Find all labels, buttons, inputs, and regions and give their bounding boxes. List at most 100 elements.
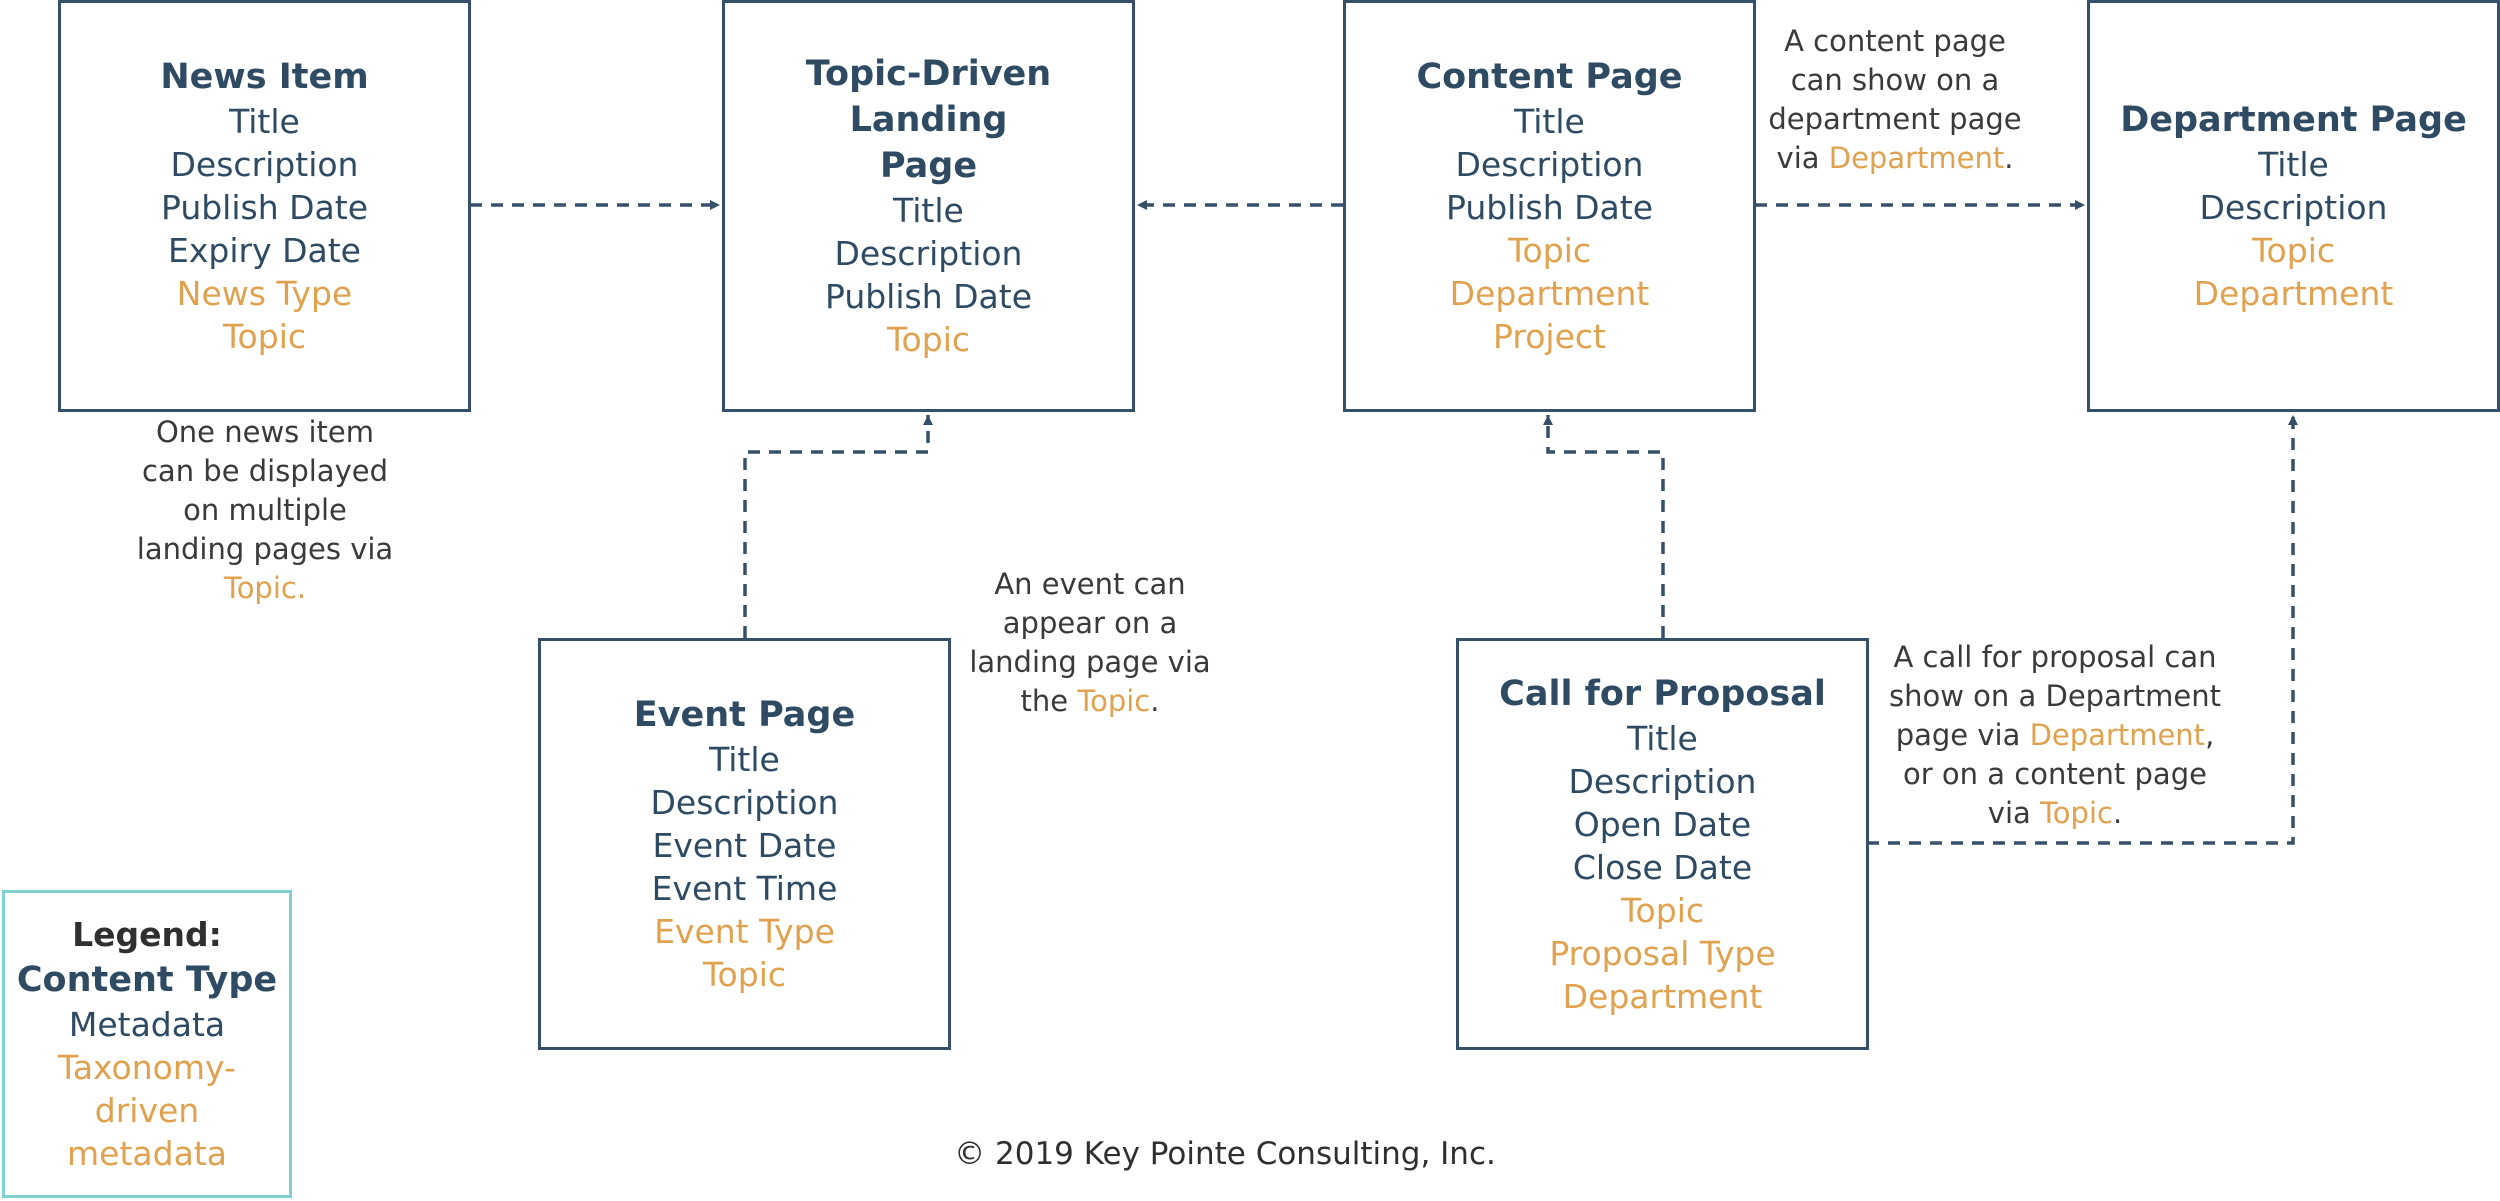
note-text: or on a content page xyxy=(1903,757,2207,791)
note-text: the xyxy=(1020,684,1078,718)
note-text: landing pages via xyxy=(136,532,394,566)
note-text: show on a Department xyxy=(1889,679,2221,713)
note-text: . xyxy=(2004,141,2014,175)
note-line: A call for proposal can xyxy=(1870,638,2240,677)
note-line: Topic. xyxy=(100,569,430,608)
note-text: on multiple xyxy=(183,493,347,527)
content-type-title: Call for Proposal xyxy=(1499,673,1826,714)
note-text: landing page via xyxy=(969,645,1211,679)
note-taxonomy-term: Department xyxy=(1828,141,2005,175)
taxonomy-field: Project xyxy=(1493,317,1606,356)
metadata-field: Title xyxy=(1514,102,1585,141)
taxonomy-field: Topic xyxy=(703,955,786,994)
metadata-field: Publish Date xyxy=(161,188,368,227)
arrow-proposal-to-department xyxy=(1867,415,2298,845)
note-text: department page xyxy=(1768,102,2022,136)
content-type-title: News Item xyxy=(160,57,369,97)
metadata-field: Description xyxy=(834,234,1023,273)
note-line: or on a content page xyxy=(1870,755,2240,794)
metadata-field: Expiry Date xyxy=(168,231,361,270)
note-line: department page xyxy=(1755,100,2035,139)
note-text: . xyxy=(1150,684,1160,718)
legend-taxonomy: Taxonomy-driven metadata xyxy=(58,1048,236,1173)
note-line: the Topic. xyxy=(950,682,1230,721)
note-line: appear on a xyxy=(950,604,1230,643)
note-line: via Topic. xyxy=(1870,794,2240,833)
metadata-field: Description xyxy=(1568,761,1757,801)
note-text: A call for proposal can xyxy=(1893,640,2217,674)
taxonomy-field: Topic xyxy=(887,320,970,359)
copyright: © 2019 Key Pointe Consulting, Inc. xyxy=(954,1136,1496,1172)
taxonomy-field: Topic xyxy=(1621,890,1704,930)
metadata-field: Title xyxy=(1627,718,1698,758)
taxonomy-field: Event Type xyxy=(654,912,835,951)
note-line: page via Department, xyxy=(1870,716,2240,755)
note-text: An event can xyxy=(994,567,1186,601)
taxonomy-field: Department xyxy=(1562,976,1763,1016)
note-line: An event can xyxy=(950,565,1230,604)
note-text: can be displayed xyxy=(141,454,388,488)
legend: Legend: Content Type Metadata Taxonomy-d… xyxy=(2,890,292,1198)
metadata-field: Title xyxy=(229,102,300,141)
metadata-field: Title xyxy=(2258,145,2329,184)
metadata-field: Close Date xyxy=(1572,847,1753,887)
metadata-field: Publish Date xyxy=(1446,188,1653,227)
note-taxonomy-term: Department xyxy=(2029,718,2206,752)
note-taxonomy-term: Topic xyxy=(2040,796,2113,830)
note-line: A content page xyxy=(1755,22,2035,61)
note-text: One news item xyxy=(155,415,375,449)
note-line: landing page via xyxy=(950,643,1230,682)
note-text: via xyxy=(1987,796,2041,830)
arrow-proposal-to-content xyxy=(1543,415,1665,638)
proposal-note: A call for proposal can show on a Departm… xyxy=(1870,638,2240,833)
note-line: can be displayed xyxy=(100,452,430,491)
metadata-field: Title xyxy=(893,191,964,230)
taxonomy-field: News Type xyxy=(176,274,353,313)
news-note: One news item can be displayed on multiple… xyxy=(100,413,430,608)
metadata-field: Event Time xyxy=(651,869,838,908)
taxonomy-field: Topic xyxy=(223,317,306,356)
taxonomy-field: Department xyxy=(2193,274,2394,313)
metadata-field: Open Date xyxy=(1573,804,1752,844)
note-taxonomy-term: Topic xyxy=(1077,684,1151,718)
note-text: can show on a xyxy=(1790,63,2000,97)
note-text: page via xyxy=(1895,718,2030,752)
note-text: , xyxy=(2205,718,2215,752)
note-line: can show on a xyxy=(1755,61,2035,100)
taxonomy-field: Topic xyxy=(2252,231,2335,270)
metadata-field: Description xyxy=(170,145,359,184)
metadata-field: Title xyxy=(709,740,780,779)
content-type-title: Content Page xyxy=(1416,57,1683,97)
metadata-field: Description xyxy=(2199,188,2388,227)
note-line: One news item xyxy=(100,413,430,452)
arrow-event-to-landing xyxy=(743,415,933,638)
taxonomy-field: Proposal Type xyxy=(1549,933,1776,973)
content-type-title: Topic-Driven Landing Page xyxy=(805,54,1052,186)
note-taxonomy-term: Topic. xyxy=(223,571,307,605)
taxonomy-field: Department xyxy=(1449,274,1650,313)
metadata-field: Description xyxy=(650,783,839,822)
note-text: appear on a xyxy=(1002,606,1178,640)
note-text: A content page xyxy=(1784,24,2006,58)
note-text: via xyxy=(1776,141,1829,175)
metadata-field: Description xyxy=(1455,145,1644,184)
metadata-field: Publish Date xyxy=(825,277,1032,316)
note-line: on multiple xyxy=(100,491,430,530)
legend-content-type: Content Type xyxy=(16,960,278,1000)
metadata-field: Event Date xyxy=(652,826,837,865)
note-text: . xyxy=(2112,796,2123,830)
legend-heading: Legend: xyxy=(72,915,222,954)
note-line: show on a Department xyxy=(1870,677,2240,716)
note-line: via Department. xyxy=(1755,139,2035,178)
content-type-title: Event Page xyxy=(633,695,856,735)
content-type-title: Department Page xyxy=(2120,100,2467,140)
note-line: landing pages via xyxy=(100,530,430,569)
legend-metadata: Metadata xyxy=(68,1005,226,1044)
